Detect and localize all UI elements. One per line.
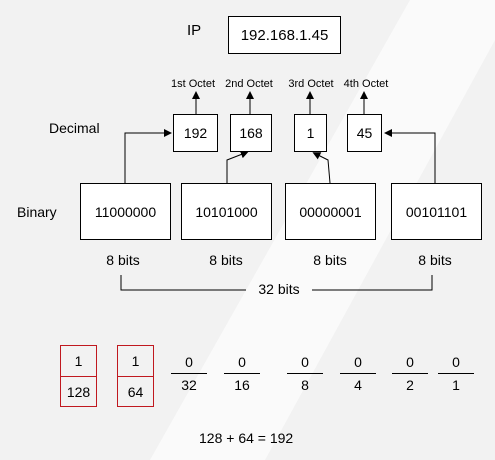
ip-address-box: 192.168.1.45 [228, 16, 341, 54]
binary-box-3: 00000001 [285, 183, 376, 240]
place-value-1: 128 [66, 384, 91, 400]
bits-label-2: 8 bits [209, 252, 243, 268]
octet-label-4: 4th Octet [343, 78, 389, 90]
binary-box-2: 10101000 [181, 183, 272, 240]
bits-label-4: 8 bits [418, 252, 452, 268]
place-column-8: 0 1 [436, 351, 476, 396]
place-value-8: 1 [452, 377, 460, 393]
total-bits-label: 32 bits [258, 281, 300, 297]
ip-label: IP [187, 22, 202, 39]
place-value-5: 8 [301, 377, 309, 393]
decimal-row-label: Decimal [49, 120, 100, 136]
decimal-value-1: 192 [183, 125, 208, 141]
binary-value-4: 00101101 [405, 203, 468, 220]
place-column-4: 0 16 [222, 351, 262, 396]
place-bit-3: 0 [185, 354, 193, 370]
bits-label-1: 8 bits [106, 252, 140, 268]
place-bit-8: 0 [452, 354, 460, 370]
binary-value-3: 00000001 [299, 203, 362, 220]
place-value-7: 2 [406, 377, 414, 393]
arrow-binary-3 [312, 152, 331, 184]
arrow-binary-2 [226, 150, 249, 183]
binary-value-1: 11000000 [94, 203, 157, 220]
bits-bracket-right [312, 275, 433, 291]
bits-bracket-left [120, 275, 246, 291]
place-column-3: 0 32 [169, 351, 209, 396]
decimal-value-2: 168 [239, 125, 263, 141]
place-column-5: 0 8 [285, 351, 325, 396]
octet-label-3: 3rd Octet [288, 78, 334, 90]
decimal-box-4: 45 [347, 114, 382, 152]
ip-address-value: 192.168.1.45 [240, 26, 329, 44]
arrow-binary-1 [124, 129, 172, 183]
place-column-6: 0 4 [338, 351, 378, 396]
place-value-2: 64 [127, 384, 144, 400]
octet-label-1: 1st Octet [170, 78, 216, 90]
decimal-box-1: 192 [173, 114, 218, 152]
arrow-binary-4 [384, 129, 436, 183]
place-bit-7: 0 [406, 354, 414, 370]
decimal-value-3: 1 [306, 125, 315, 141]
octet-label-2: 2nd Octet [225, 78, 273, 90]
binary-value-2: 10101000 [195, 203, 258, 220]
place-value-highlight-1: 1 128 [60, 345, 97, 407]
decimal-value-4: 45 [356, 125, 373, 141]
decimal-box-2: 168 [230, 114, 272, 152]
sum-equation: 128 + 64 = 192 [199, 430, 294, 446]
binary-box-4: 00101101 [391, 183, 482, 240]
decimal-box-3: 1 [294, 114, 327, 152]
place-bit-5: 0 [301, 354, 309, 370]
bits-label-3: 8 bits [313, 252, 347, 268]
place-bit-2: 1 [118, 346, 153, 377]
binary-row-label: Binary [17, 204, 57, 220]
place-bit-6: 0 [354, 354, 362, 370]
place-value-3: 32 [181, 377, 197, 393]
binary-box-1: 11000000 [80, 183, 171, 240]
place-column-7: 0 2 [390, 351, 430, 396]
place-value-4: 16 [234, 377, 250, 393]
place-value-highlight-2: 1 64 [117, 345, 154, 407]
place-bit-1: 1 [61, 346, 96, 377]
place-bit-4: 0 [238, 354, 246, 370]
place-value-6: 4 [354, 377, 362, 393]
